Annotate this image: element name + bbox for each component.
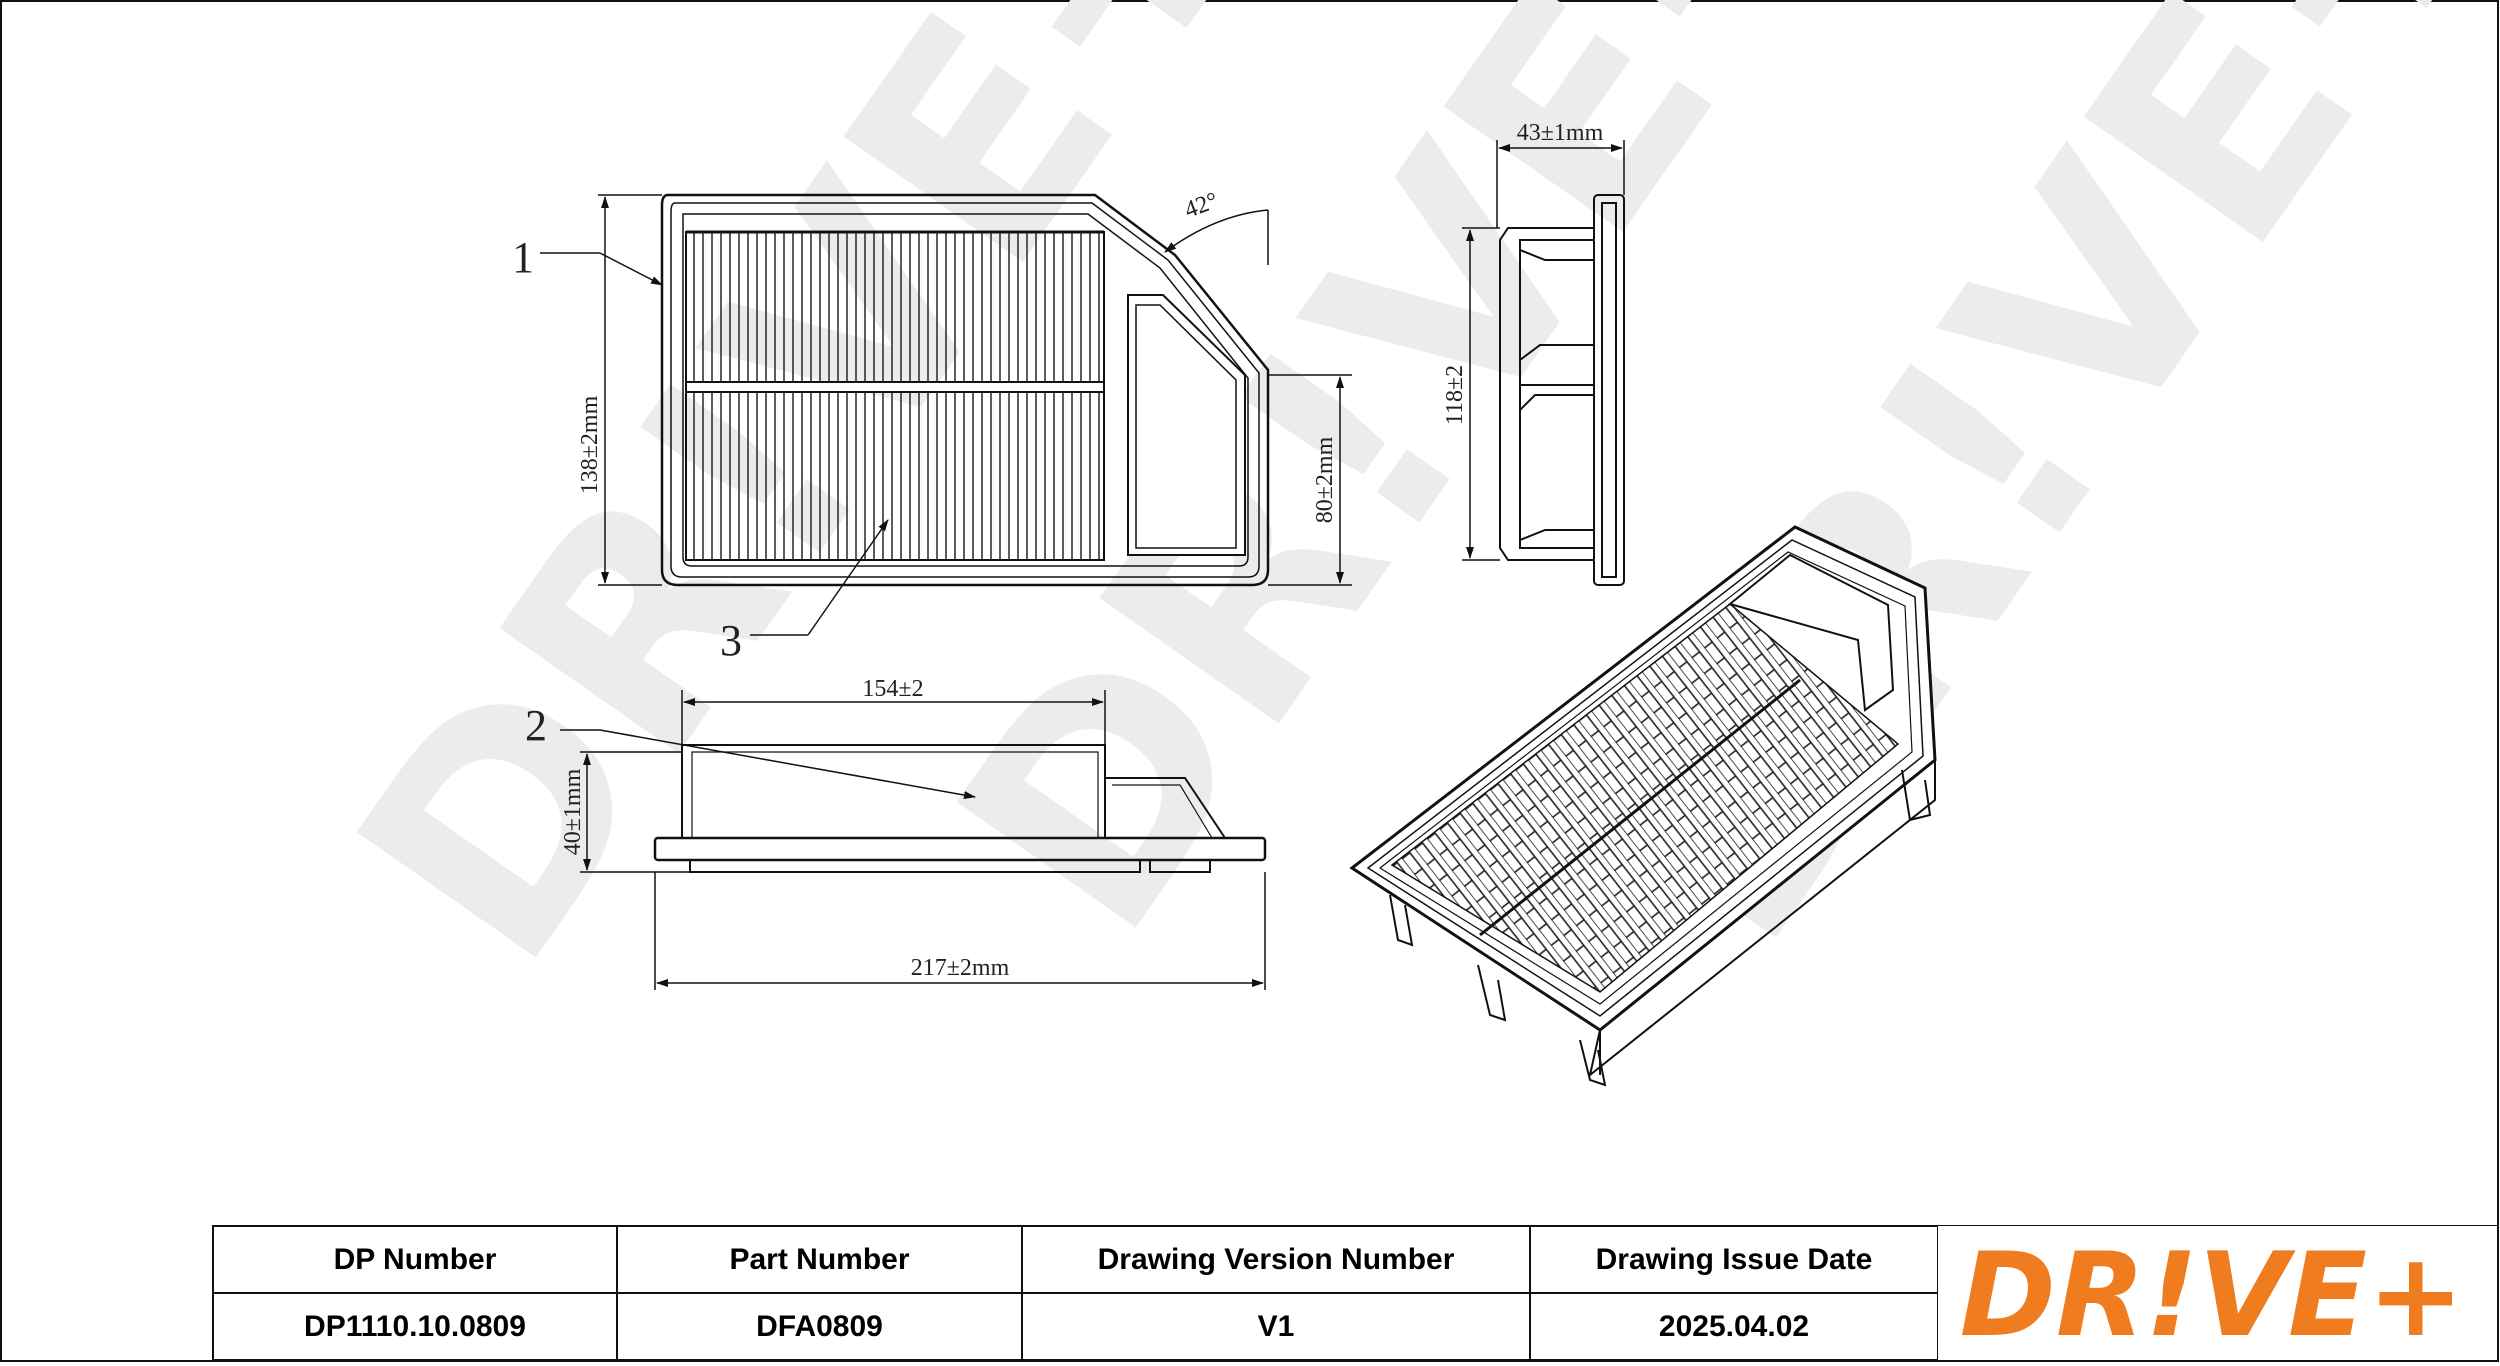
bottom-dimensions: [560, 690, 1266, 990]
logo-cell: DR!VE+: [1936, 1224, 2499, 1363]
front-dimensions: [540, 194, 1352, 636]
title-block-header-row: DP Number Part Number Drawing Version Nu…: [212, 1225, 1939, 1294]
dim-thickness: 40±1mm: [560, 768, 586, 855]
front-view: [660, 193, 1270, 587]
value-part-number: DFA0809: [616, 1292, 1023, 1361]
header-drawing-version: Drawing Version Number: [1021, 1225, 1531, 1294]
dim-angle: 42°: [1181, 188, 1221, 224]
isometric-view: [1349, 525, 1937, 1087]
side-dimensions: [1462, 140, 1625, 561]
dim-width-total: 217±2mm: [911, 955, 1010, 981]
drive-logo: DR!VE+: [1936, 1224, 2499, 1363]
header-part-number: Part Number: [616, 1225, 1023, 1294]
front-dimension-labels: 138±2mm 80±2mm 42° 1 3: [512, 188, 1338, 665]
value-drawing-version: V1: [1021, 1292, 1531, 1361]
dim-depth-top: 43±1mm: [1517, 120, 1604, 146]
value-issue-date: 2025.04.02: [1529, 1292, 1939, 1361]
header-dp-number: DP Number: [212, 1225, 618, 1294]
title-block: DP Number Part Number Drawing Version Nu…: [212, 1225, 1939, 1361]
title-block-value-row: DP1110.10.0809 DFA0809 V1 2025.04.02: [212, 1292, 1939, 1361]
side-dimension-labels: 43±1mm 118±2: [1442, 120, 1604, 425]
side-view: [1499, 194, 1625, 586]
dim-width-inner: 154±2: [862, 676, 923, 702]
logo-text: DR!VE+: [1960, 1228, 2465, 1361]
header-issue-date: Drawing Issue Date: [1529, 1225, 1939, 1294]
dim-height-right: 80±2mm: [1312, 436, 1338, 523]
bottom-view: [653, 744, 1267, 873]
dim-height-front: 138±2mm: [577, 395, 603, 494]
callout-3: 3: [720, 616, 742, 665]
callout-1: 1: [512, 233, 534, 282]
bottom-dimension-labels: 154±2 40±1mm 217±2mm 2: [525, 676, 1010, 981]
dim-height-side: 118±2: [1442, 365, 1468, 425]
callout-2: 2: [525, 701, 547, 750]
value-dp-number: DP1110.10.0809: [212, 1292, 618, 1361]
